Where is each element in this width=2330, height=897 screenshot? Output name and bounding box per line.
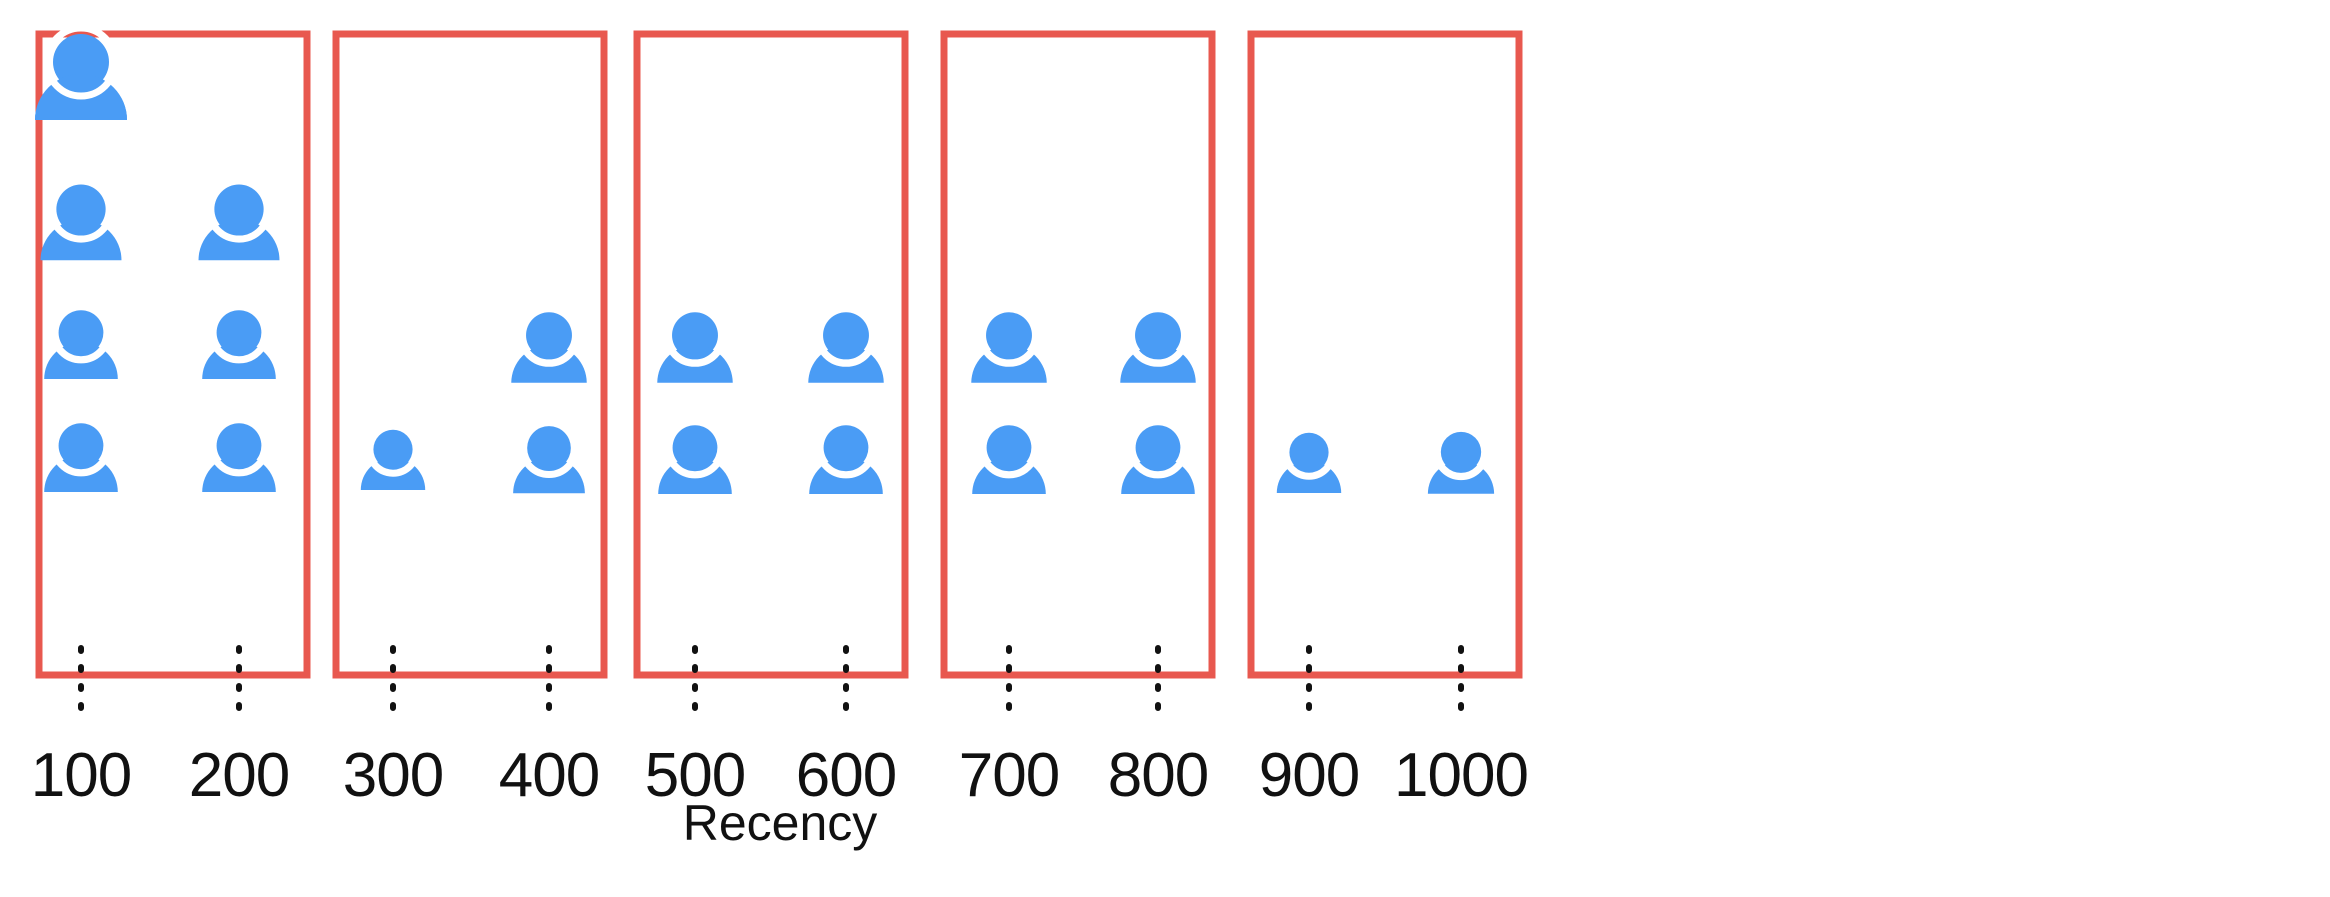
- tick-label-600: 600: [795, 741, 897, 810]
- person-icon: [1120, 303, 1196, 383]
- tick-label-700: 700: [958, 741, 1060, 810]
- tick-label-900: 900: [1258, 741, 1360, 810]
- tick-label-400: 400: [498, 741, 600, 810]
- person-icon: [808, 303, 884, 383]
- bin-box-3: [633, 30, 909, 679]
- person-icon: [44, 414, 118, 492]
- tick-label-800: 800: [1107, 741, 1209, 810]
- person-icon: [44, 301, 118, 379]
- person-icon: [658, 416, 732, 494]
- tick-label-1000: 1000: [1394, 741, 1529, 810]
- person-icon: [511, 303, 587, 383]
- person-icons-group: [35, 24, 1495, 494]
- bin-box-4: [940, 30, 1216, 679]
- person-icon: [1276, 425, 1342, 493]
- person-icon: [972, 416, 1046, 494]
- tick-label-200: 200: [188, 741, 290, 810]
- bin-box-2: [332, 30, 608, 679]
- person-icon: [809, 416, 883, 494]
- person-icon: [360, 422, 426, 490]
- person-icon: [35, 24, 127, 120]
- person-icon: [40, 175, 122, 261]
- person-icon: [202, 301, 276, 379]
- person-icon: [971, 303, 1047, 383]
- bin-box-1: [35, 30, 311, 679]
- person-icon: [1121, 416, 1195, 494]
- x-axis-title: Recency: [682, 795, 878, 851]
- tick-label-500: 500: [644, 741, 746, 810]
- tick-label-100: 100: [30, 741, 132, 810]
- person-icon: [1427, 423, 1495, 494]
- bin-box-5: [1247, 30, 1523, 679]
- person-icon: [657, 303, 733, 383]
- person-icon: [202, 414, 276, 492]
- tick-label-300: 300: [342, 741, 444, 810]
- bin-boxes-group: [35, 30, 1523, 679]
- person-icon: [513, 417, 585, 494]
- person-icon: [198, 175, 280, 261]
